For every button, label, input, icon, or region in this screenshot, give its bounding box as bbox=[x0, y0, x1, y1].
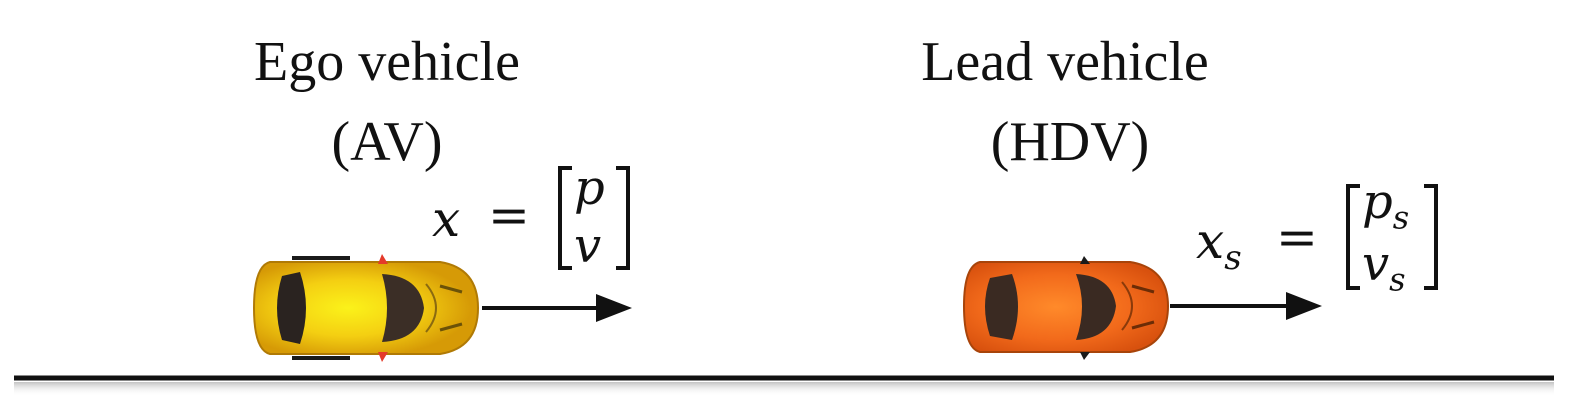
lead-velocity-arrow bbox=[1170, 292, 1322, 320]
lead-state-bracket bbox=[1346, 184, 1438, 290]
ego-state-equals: = bbox=[488, 186, 530, 244]
ego-car bbox=[252, 254, 480, 362]
ego-vehicle-label: Ego vehicle bbox=[254, 31, 520, 93]
lead-state-bottom-subscript: s bbox=[1389, 260, 1406, 299]
lead-state-lhs-subscript: s bbox=[1224, 238, 1242, 278]
lead-state-bottom-symbol: v bbox=[1362, 236, 1390, 292]
ego-vehicle-type: (AV) bbox=[331, 111, 443, 173]
ego-state-top: p bbox=[574, 160, 605, 216]
lead-car bbox=[962, 256, 1170, 360]
ego-velocity-arrow bbox=[482, 294, 632, 322]
road-line bbox=[14, 375, 1554, 396]
lead-state-top-subscript: s bbox=[1392, 198, 1410, 237]
lead-state-lhs: xs bbox=[1196, 212, 1242, 278]
lead-state-bottom: vs bbox=[1362, 236, 1406, 299]
lead-state-top: ps bbox=[1362, 174, 1409, 237]
lead-state-top-symbol: p bbox=[1362, 174, 1393, 230]
ego-state-lhs: x bbox=[432, 190, 461, 248]
lead-vehicle-type: (HDV) bbox=[990, 111, 1150, 173]
ego-state-bracket bbox=[558, 166, 630, 270]
lead-state-lhs-symbol: x bbox=[1196, 212, 1225, 270]
lead-state-equals: = bbox=[1276, 208, 1318, 266]
lead-vehicle-label: Lead vehicle bbox=[921, 31, 1209, 93]
ego-state-bottom: v bbox=[574, 218, 602, 274]
